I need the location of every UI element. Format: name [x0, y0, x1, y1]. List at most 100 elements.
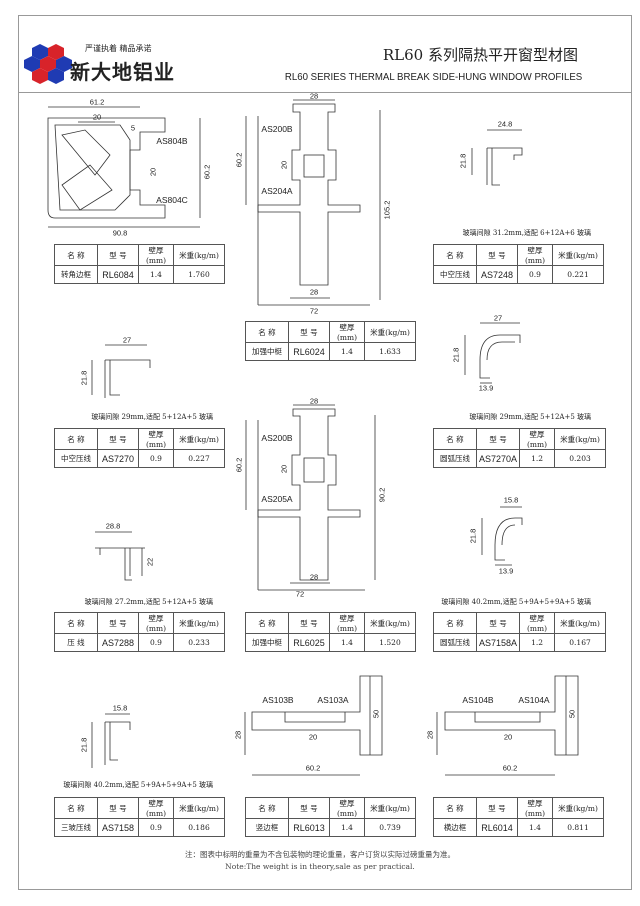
header-weight: 米重(kg/m): [364, 797, 416, 819]
glass-caption: 玻璃间隙 29mm,适配 5+12A+5 玻璃: [91, 413, 213, 421]
cell-thickness: 0.9: [138, 633, 174, 652]
header-name: 名 称: [433, 428, 477, 450]
drawing-rl6013: [244, 675, 383, 776]
cell-model: RL6014: [476, 818, 518, 837]
dim-label: 28: [309, 396, 319, 406]
cell-thickness: 0.9: [517, 265, 553, 284]
cell-name: 转角边框: [54, 265, 98, 284]
cell-thickness: 0.9: [138, 449, 174, 468]
header-model: 型 号: [288, 321, 330, 343]
header-name: 名 称: [433, 244, 477, 266]
dim-label: 50: [567, 709, 577, 719]
cell-thickness: 1.2: [519, 633, 556, 652]
drawing-rl6014: [436, 675, 579, 776]
dim-label: 28: [425, 730, 435, 740]
header-name: 名 称: [433, 612, 477, 634]
dim-label: 50: [371, 709, 381, 719]
cell-weight: 0.739: [364, 818, 416, 837]
cell-weight: 0.186: [173, 818, 225, 837]
drawing-as7158: [91, 713, 131, 768]
header-thickness: 壁厚(mm): [519, 612, 556, 634]
page-frame: [18, 15, 632, 890]
dim-label: 21.8: [468, 528, 478, 544]
cell-name: 中空压线: [433, 265, 477, 284]
cell-thickness: 1.4: [329, 633, 365, 652]
header-model: 型 号: [97, 612, 139, 634]
cell-name: 三玻压线: [54, 818, 98, 837]
part-code: AS804B: [156, 136, 188, 146]
part-code: AS200B: [261, 124, 293, 134]
drawing-as7158a: [481, 506, 523, 566]
cell-weight: 0.167: [554, 633, 607, 652]
drawing-rl6024: [245, 99, 381, 306]
header-name: 名 称: [54, 244, 98, 266]
page-title-cn: RL60 系列隔热平开窗型材图: [382, 46, 578, 64]
drawing-rl6025: [245, 404, 376, 591]
cell-weight: 1.633: [364, 342, 416, 361]
dim-label: 28: [309, 91, 319, 101]
dim-label: 20: [92, 112, 102, 122]
header-thickness: 壁厚(mm): [138, 612, 174, 634]
table-header-row: 名 称型 号壁厚(mm)米重(kg/m): [54, 797, 225, 819]
cell-name: 圆弧压线: [433, 633, 477, 652]
dim-label: 21.8: [458, 153, 468, 169]
cell-name: 竖边框: [245, 818, 289, 837]
glass-caption: 玻璃间隙 40.2mm,适配 5+9A+5+9A+5 玻璃: [63, 781, 213, 789]
cell-name: 横边框: [433, 818, 477, 837]
table-header-row: 名 称型 号壁厚(mm)米重(kg/m): [54, 244, 225, 266]
header-model: 型 号: [97, 244, 139, 266]
table-header-row: 名 称型 号壁厚(mm)米重(kg/m): [245, 612, 416, 634]
footer-note-en: Note:The weight is in theory,sale as per…: [225, 862, 415, 871]
dim-label: 21.8: [451, 347, 461, 363]
header-model: 型 号: [97, 797, 139, 819]
cell-model: RL6024: [288, 342, 330, 361]
header-name: 名 称: [245, 612, 289, 634]
cell-model: AS7288: [97, 633, 139, 652]
dim-label: 61.2: [89, 97, 105, 107]
header-weight: 米重(kg/m): [364, 612, 416, 634]
header-weight: 米重(kg/m): [173, 612, 225, 634]
dim-label: 22: [145, 557, 155, 567]
header-weight: 米重(kg/m): [552, 244, 604, 266]
header-name: 名 称: [54, 797, 98, 819]
dim-label: 15.8: [112, 703, 128, 713]
logo-icon: [24, 44, 72, 84]
glass-caption: 玻璃间隙 31.2mm,适配 6+12A+6 玻璃: [462, 229, 591, 237]
header-weight: 米重(kg/m): [364, 321, 416, 343]
dim-label: 13.9: [478, 383, 494, 393]
part-code: AS104A: [518, 695, 550, 705]
cell-thickness: 0.9: [138, 818, 174, 837]
header-model: 型 号: [475, 428, 521, 450]
part-code: AS804C: [156, 195, 188, 205]
drawing-as7270a: [464, 322, 521, 384]
header-thickness: 壁厚(mm): [519, 428, 556, 450]
header-thickness: 壁厚(mm): [517, 244, 553, 266]
cell-weight: 0.221: [552, 265, 604, 284]
header-name: 名 称: [433, 797, 477, 819]
dim-label: 90.8: [112, 228, 128, 238]
header-weight: 米重(kg/m): [173, 797, 225, 819]
cell-thickness: 1.4: [138, 265, 174, 284]
cell-thickness: 1.4: [517, 818, 553, 837]
table-header-row: 名 称型 号壁厚(mm)米重(kg/m): [433, 612, 607, 634]
cell-model: AS7270: [97, 449, 139, 468]
dim-label: 20: [503, 732, 513, 742]
cell-model: AS7248: [476, 265, 518, 284]
dim-label: 60.2: [202, 164, 212, 180]
cell-name: 圆弧压线: [433, 449, 477, 468]
footer-note-cn: 注：图表中标明的重量为不含包装物的理论重量，客户订货以实际过磅重量为准。: [185, 850, 455, 859]
dim-label: 5: [130, 123, 136, 133]
table-header-row: 名 称型 号壁厚(mm)米重(kg/m): [54, 612, 225, 634]
dim-label: 105.2: [382, 200, 392, 220]
dim-label: 60.2: [234, 152, 244, 168]
part-code: AS104B: [462, 695, 494, 705]
